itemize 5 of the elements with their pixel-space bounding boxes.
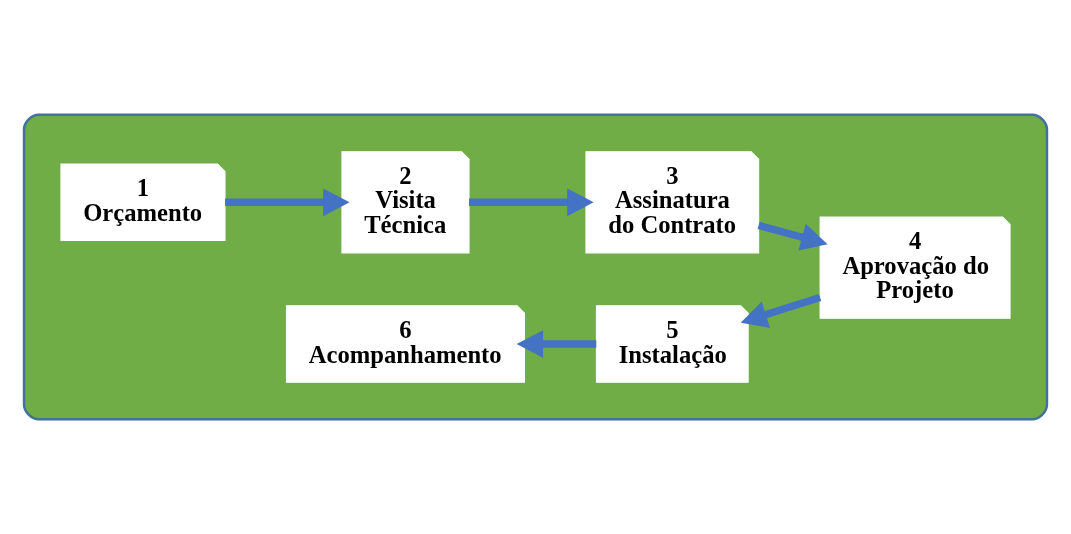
arrow (469, 188, 594, 217)
arrow (757, 221, 828, 251)
arrow (225, 188, 350, 217)
cluster (22, 113, 1049, 421)
arrow (516, 330, 597, 358)
